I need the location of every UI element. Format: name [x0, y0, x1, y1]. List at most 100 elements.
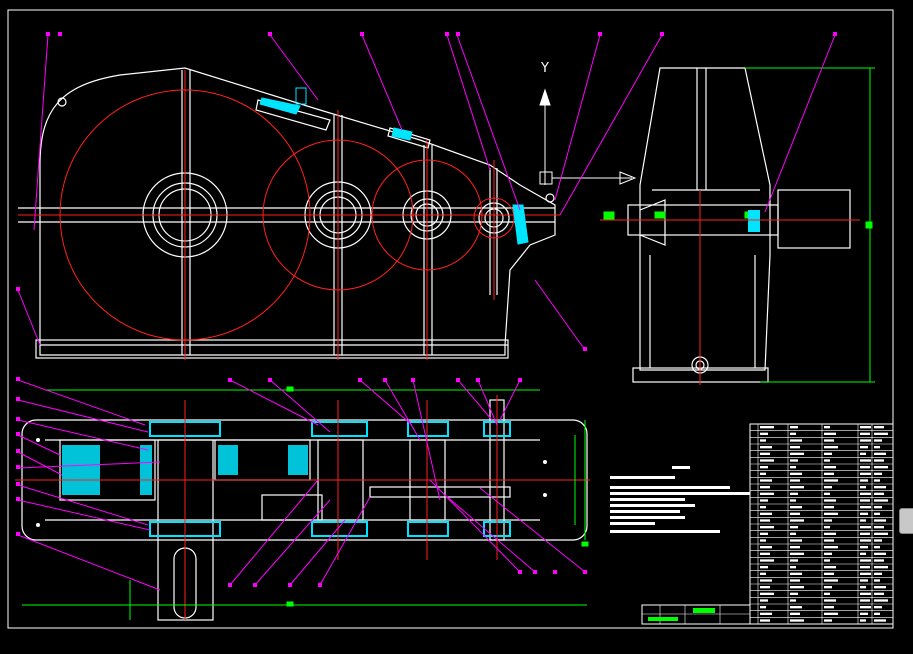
parts-cell-text — [760, 466, 768, 469]
parts-cell-text — [824, 459, 830, 462]
parts-cell-text — [824, 439, 834, 442]
parts-cell-text — [874, 572, 882, 575]
parts-cell-text — [760, 492, 774, 495]
parts-cell-text — [760, 586, 770, 589]
parts-cell-text — [860, 519, 866, 522]
parts-cell-text — [790, 599, 796, 602]
parts-cell-text — [860, 586, 866, 589]
parts-cell-text — [824, 499, 836, 502]
parts-cell-text — [860, 579, 868, 582]
parts-cell-text — [824, 452, 832, 455]
parts-cell-text — [760, 546, 772, 549]
parts-cell-text — [790, 446, 800, 449]
parts-cell-text — [760, 526, 774, 529]
parts-cell-text — [860, 612, 868, 615]
parts-cell-text — [790, 466, 796, 469]
parts-cell-text — [824, 539, 834, 542]
parts-cell-text — [874, 446, 880, 449]
drawing-frame — [7, 9, 894, 629]
parts-cell-text — [824, 579, 838, 582]
parts-cell-text — [860, 532, 870, 535]
parts-cell-text — [760, 499, 768, 502]
parts-cell-text — [874, 579, 880, 582]
parts-cell-text — [824, 586, 832, 589]
parts-cell-text — [760, 612, 772, 615]
parts-cell-text — [760, 452, 770, 455]
scroll-handle[interactable] — [899, 508, 913, 534]
parts-cell-text — [760, 592, 774, 595]
parts-cell-text — [860, 499, 870, 502]
parts-cell-text — [790, 512, 800, 515]
parts-cell-text — [874, 432, 888, 435]
parts-cell-text — [824, 566, 836, 569]
parts-cell-text — [874, 499, 888, 502]
parts-cell-text — [874, 492, 884, 495]
front-view-gearbox: Y — [18, 61, 637, 360]
side-view-gearbox — [600, 67, 875, 385]
parts-cell-text — [790, 566, 796, 569]
parts-cell-text — [874, 426, 884, 429]
parts-cell-text — [874, 506, 882, 509]
parts-cell-text — [874, 592, 884, 595]
parts-cell-text — [760, 506, 766, 509]
parts-cell-text — [790, 532, 796, 535]
parts-cell-text — [860, 539, 871, 542]
parts-cell-text — [790, 499, 796, 502]
parts-cell-text — [874, 486, 886, 489]
parts-cell-text — [790, 586, 804, 589]
parts-cell-text — [824, 519, 832, 522]
parts-cell-text — [760, 559, 774, 562]
parts-cell-text — [760, 439, 766, 442]
parts-cell-text — [824, 512, 838, 515]
parts-cell-text — [790, 506, 802, 509]
parts-cell-text — [860, 479, 868, 482]
parts-cell-text — [824, 506, 834, 509]
parts-cell-text — [860, 546, 868, 549]
parts-cell-text — [824, 546, 838, 549]
parts-cell-text — [824, 486, 832, 489]
parts-cell-text — [824, 572, 834, 575]
parts-cell-text — [860, 466, 870, 469]
parts-cell-text — [760, 539, 766, 542]
parts-cell-text — [824, 492, 830, 495]
parts-cell-text — [790, 479, 800, 482]
plan-section-view — [15, 386, 590, 621]
parts-cell-text — [790, 579, 800, 582]
title-block — [641, 604, 751, 625]
parts-cell-text — [824, 552, 832, 555]
parts-cell-text — [860, 599, 870, 602]
parts-cell-text — [874, 559, 884, 562]
parts-cell-text — [760, 572, 766, 575]
parts-cell-text — [874, 606, 882, 609]
parts-cell-text — [824, 432, 836, 435]
axis-label: Y — [540, 61, 549, 76]
parts-cell-text — [874, 566, 888, 569]
parts-cell-text — [874, 539, 882, 542]
notes-block — [610, 466, 750, 533]
parts-cell-text — [874, 466, 888, 469]
parts-cell-text — [760, 432, 768, 435]
parts-list-table — [749, 423, 894, 625]
parts-cell-text — [874, 599, 888, 602]
parts-cell-text — [790, 452, 804, 455]
parts-cell-text — [790, 492, 798, 495]
parts-cell-text — [790, 559, 798, 562]
parts-cell-text — [874, 586, 886, 589]
parts-cell-text — [874, 519, 886, 522]
parts-cell-text — [874, 526, 884, 529]
parts-cell-text — [760, 606, 766, 609]
parts-cell-text — [860, 486, 866, 489]
parts-cell-text — [760, 552, 770, 555]
parts-cell-text — [790, 612, 800, 615]
parts-cell-text — [874, 439, 882, 442]
parts-cell-text — [824, 472, 834, 475]
parts-cell-text — [760, 579, 772, 582]
parts-cell-text — [790, 519, 804, 522]
parts-cell-text — [824, 466, 836, 469]
parts-cell-text — [874, 546, 880, 549]
parts-cell-text — [824, 526, 830, 529]
parts-cell-text — [824, 446, 838, 449]
parts-cell-text — [874, 612, 880, 615]
parts-cell-text — [760, 426, 774, 429]
